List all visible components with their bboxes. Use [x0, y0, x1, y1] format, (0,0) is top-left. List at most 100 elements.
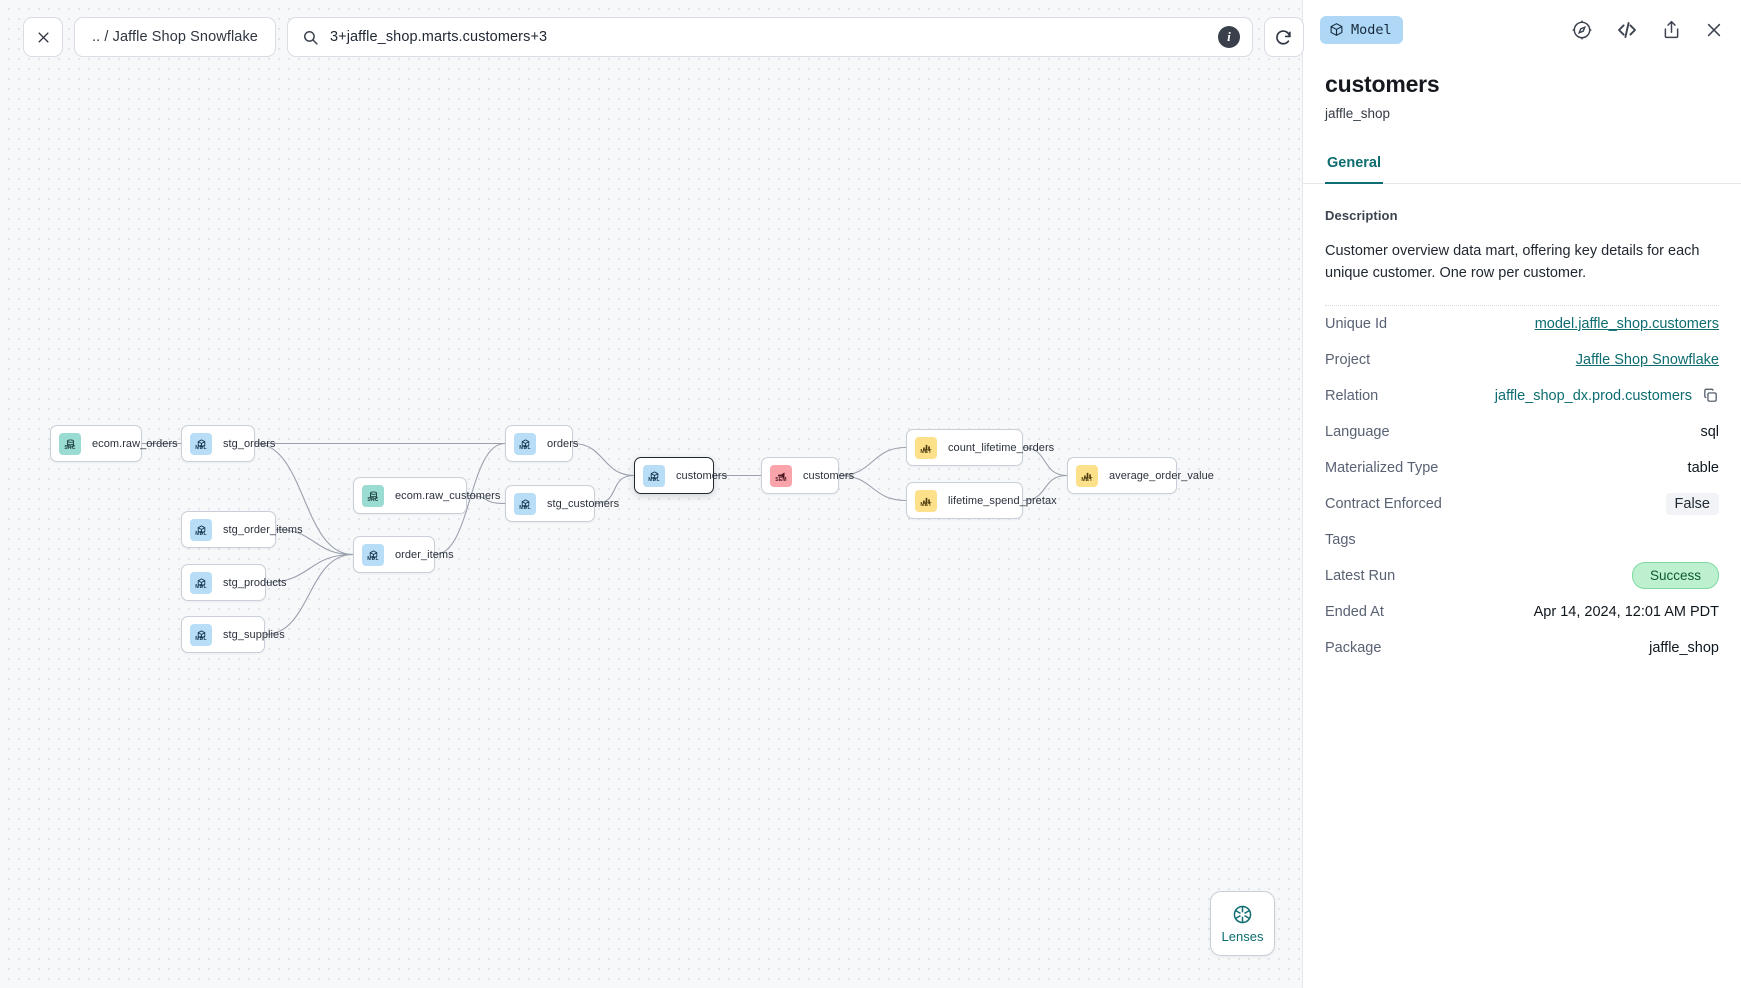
- status-badge: Success: [1631, 562, 1719, 590]
- details-panel: Model custom: [1302, 0, 1741, 988]
- node-label: ecom.raw_customers: [395, 489, 501, 502]
- node-type-badge-mdl: MDL: [362, 543, 384, 566]
- property-value[interactable]: model.jaffle_shop.customers: [1534, 315, 1719, 332]
- graph-node-average-order-value[interactable]: MET average_order_value: [1067, 457, 1214, 494]
- node-type-badge-met: MET: [915, 489, 937, 512]
- compass-icon[interactable]: [1571, 19, 1593, 41]
- panel-action-icons: [1571, 18, 1724, 42]
- property-value[interactable]: jaffle_shop_dx.prod.customers: [1494, 387, 1692, 404]
- property-key: Project: [1325, 351, 1371, 368]
- lenses-button[interactable]: Lenses: [1210, 891, 1275, 956]
- bar-chart-icon: [1083, 468, 1092, 479]
- cube-icon: [1330, 23, 1343, 36]
- property-key: Contract Enforced: [1325, 495, 1442, 512]
- aperture-icon: [1233, 905, 1252, 923]
- canvas-toolbar: .. / Jaffle Shop Snowflake i: [23, 17, 1304, 57]
- graph-node-ecom-raw-customers[interactable]: SRC ecom.raw_customers: [353, 477, 500, 514]
- node-type-text: MDL: [648, 477, 660, 483]
- megaphone-icon: [777, 468, 786, 479]
- property-value: Apr 14, 2024, 12:01 AM PDT: [1533, 603, 1719, 620]
- node-type-text: MDL: [519, 445, 531, 451]
- graph-node-count-lifetime-orders[interactable]: MET count_lifetime_orders: [906, 429, 1054, 466]
- info-icon: i: [1227, 29, 1231, 44]
- property-row: Package jaffle_shop: [1325, 630, 1719, 666]
- node-type-badge-src: SRC: [362, 484, 384, 507]
- node-type-text: SRC: [64, 445, 76, 451]
- node-type-text: MDL: [195, 636, 207, 642]
- node-type-badge-src: SRC: [59, 432, 81, 455]
- node-type-text: SRC: [367, 497, 379, 503]
- page-title: customers: [1325, 71, 1440, 97]
- graph-node-customers-semantic[interactable]: SEM customers: [761, 457, 854, 494]
- node-label: ecom.raw_orders: [92, 437, 178, 450]
- node-type-badge-mdl: MDL: [643, 464, 665, 487]
- node-label: average_order_value: [1109, 469, 1214, 482]
- node-label: customers: [803, 469, 855, 482]
- property-value-group: Jaffle Shop Snowflake: [1576, 352, 1719, 368]
- node-type-badge-met: MET: [915, 436, 937, 459]
- property-row: Ended At Apr 14, 2024, 12:01 AM PDT: [1325, 594, 1719, 630]
- property-value[interactable]: Jaffle Shop Snowflake: [1575, 351, 1719, 368]
- property-key: Package: [1325, 639, 1382, 656]
- node-type-text: SEM: [775, 477, 787, 483]
- node-label: stg_customers: [547, 497, 620, 510]
- database-icon: [369, 488, 378, 500]
- property-value-group: jaffle_shop: [1649, 640, 1719, 656]
- close-lineage-button[interactable]: [23, 17, 63, 57]
- close-icon[interactable]: [1704, 20, 1724, 40]
- node-label: orders: [547, 437, 579, 450]
- info-button[interactable]: i: [1217, 26, 1240, 48]
- cube-icon: [521, 436, 530, 448]
- node-type-badge-mdl: MDL: [190, 432, 212, 455]
- property-key: Materialized Type: [1325, 459, 1439, 476]
- node-label: stg_order_items: [223, 523, 303, 536]
- cube-icon: [369, 547, 378, 559]
- graph-node-orders[interactable]: MDL orders: [505, 425, 578, 462]
- node-label: count_lifetime_orders: [948, 441, 1055, 454]
- node-label: order_items: [395, 548, 454, 561]
- node-type-text: MET: [1081, 477, 1093, 483]
- refresh-button[interactable]: [1263, 17, 1304, 57]
- description-text: Customer overview data mart, offering ke…: [1325, 240, 1719, 306]
- tab-general[interactable]: General: [1325, 149, 1383, 184]
- node-type-text: MDL: [195, 445, 207, 451]
- resource-type-badge[interactable]: Model: [1320, 15, 1403, 44]
- graph-node-lifetime-spend-pretax[interactable]: MET lifetime_spend_pretax: [906, 482, 1057, 519]
- copy-icon[interactable]: [1702, 387, 1719, 404]
- share-icon[interactable]: [1661, 19, 1682, 40]
- node-type-badge-met: MET: [1076, 464, 1098, 487]
- lineage-search-bar[interactable]: i: [286, 17, 1253, 57]
- panel-tabs: General: [1303, 149, 1741, 184]
- graph-node-ecom-raw-orders[interactable]: SRC ecom.raw_orders: [50, 425, 178, 462]
- search-input[interactable]: [329, 29, 1207, 45]
- node-label: stg_products: [223, 576, 287, 589]
- breadcrumb-button[interactable]: .. / Jaffle Shop Snowflake: [74, 17, 276, 57]
- node-type-badge-mdl: MDL: [514, 492, 536, 515]
- property-key: Tags: [1325, 531, 1356, 548]
- panel-body: Description Customer overview data mart,…: [1303, 184, 1741, 988]
- property-value-group: jaffle_shop_dx.prod.customers: [1495, 387, 1719, 404]
- property-value-group: table: [1688, 460, 1719, 476]
- property-value: table: [1687, 459, 1719, 476]
- code-icon[interactable]: [1615, 18, 1639, 42]
- property-value-group: sql: [1700, 424, 1719, 440]
- description-label: Description: [1325, 208, 1398, 223]
- database-icon: [66, 436, 75, 448]
- property-key: Ended At: [1325, 603, 1384, 620]
- node-type-badge-sem: SEM: [770, 464, 792, 487]
- graph-node-stg-customers[interactable]: MDL stg_customers: [505, 485, 619, 522]
- graph-node-order-items[interactable]: MDL order_items: [353, 536, 454, 573]
- node-label: lifetime_spend_pretax: [948, 494, 1057, 507]
- cube-icon: [521, 496, 530, 508]
- node-type-badge-mdl: MDL: [190, 623, 212, 646]
